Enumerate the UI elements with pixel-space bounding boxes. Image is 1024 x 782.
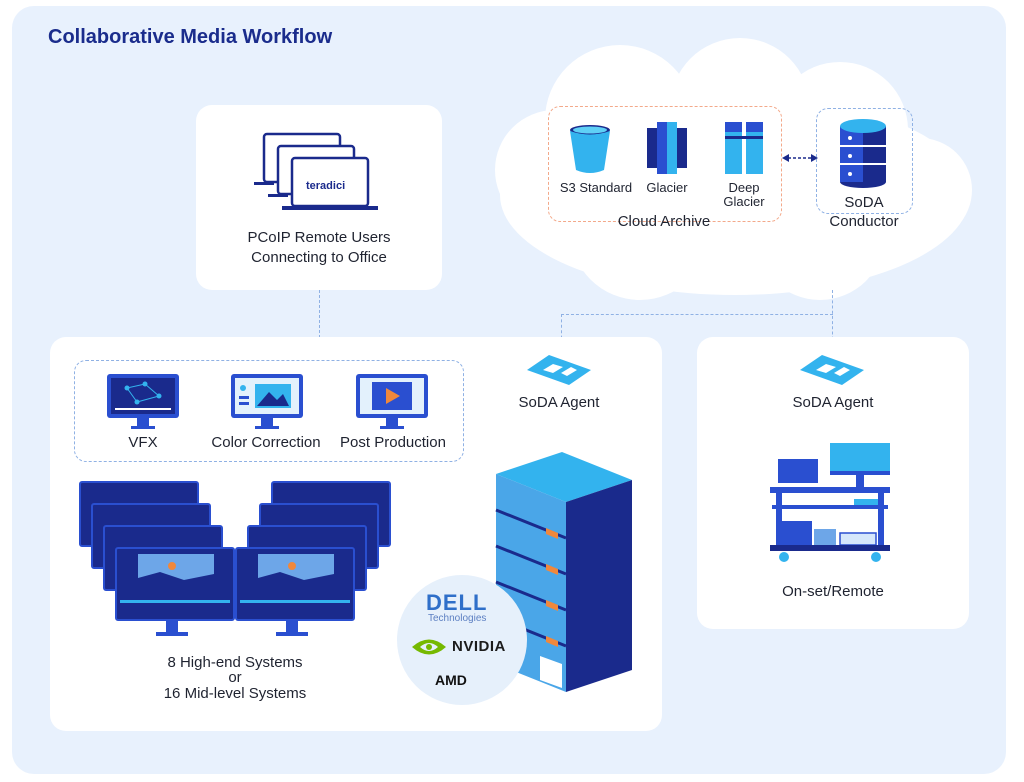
nvidia-eye-icon [412, 639, 446, 655]
amd-logo: AMD [435, 672, 467, 688]
cloud-archive-label: Cloud Archive [617, 213, 711, 230]
database-icon [840, 119, 886, 188]
systems-label-line1: 8 High-end Systems [167, 654, 303, 671]
laptops-icon [254, 132, 378, 210]
onset-remote-label: On-set/Remote [782, 583, 884, 600]
dell-logo: DELL [426, 590, 488, 615]
connector-remote-to-studio [319, 290, 320, 338]
connector-cloud-down [832, 290, 833, 350]
systems-label-line2: or [228, 669, 242, 686]
connector-horizontal [561, 314, 833, 315]
post-production-label: Post Production [340, 434, 446, 451]
s3-standard-label: S3 Standard [559, 180, 633, 195]
workstations-left-icon [79, 481, 235, 636]
teradici-logo: teradici [306, 180, 346, 192]
connector-to-studio-agent [561, 314, 562, 344]
onset-card [697, 337, 969, 629]
studio-soda-agent-label: SoDA Agent [518, 394, 600, 411]
cloud-archive-group [548, 106, 782, 222]
remote-users-label-line1: PCoIP Remote Users [247, 229, 391, 246]
glacier-icon [647, 122, 687, 174]
vfx-monitor-icon [107, 374, 179, 429]
color-correction-label: Color Correction [211, 434, 321, 451]
soda-conductor-label-line2: Conductor [829, 213, 899, 230]
deep-glacier-label-line1: Deep [728, 180, 760, 195]
sync-arrow-icon [782, 154, 818, 162]
dell-technologies-text: Technologies [428, 613, 487, 624]
soda-agent-icon [527, 355, 591, 385]
page-title: Collaborative Media Workflow [48, 26, 333, 48]
systems-label-line3: 16 Mid-level Systems [163, 685, 307, 702]
remote-users-label-line2: Connecting to Office [251, 249, 387, 266]
onset-soda-agent-icon [800, 355, 864, 385]
cart-workstation-icon [770, 443, 890, 562]
color-correction-monitor-icon [231, 374, 303, 429]
deep-glacier-icon [725, 122, 763, 174]
glacier-label: Glacier [646, 180, 688, 195]
vfx-label: VFX [128, 434, 158, 451]
apps-group [74, 360, 464, 462]
post-production-monitor-icon [356, 374, 428, 429]
deep-glacier-label-line2: Glacier [723, 194, 765, 209]
onset-soda-agent-label: SoDA Agent [792, 394, 874, 411]
workstations-right-icon [235, 481, 391, 636]
s3-bucket-icon [570, 125, 610, 173]
soda-conductor-group [816, 108, 913, 214]
soda-conductor-label-line1: SoDA [844, 194, 884, 211]
nvidia-logo: NVIDIA [452, 638, 506, 655]
partners-badge [397, 575, 527, 705]
